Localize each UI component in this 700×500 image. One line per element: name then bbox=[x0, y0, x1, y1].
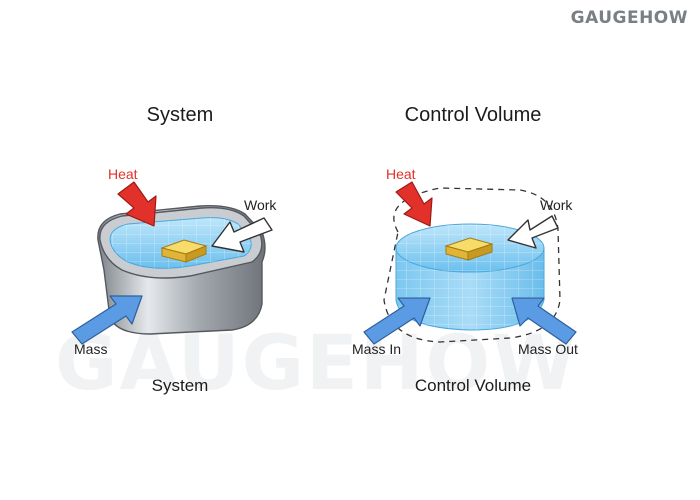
control-volume-title: Control Volume bbox=[404, 104, 542, 126]
system-caption: System bbox=[151, 376, 209, 395]
mass-out-arrow bbox=[511, 297, 577, 345]
brand-logo: GAUGEHOW bbox=[570, 8, 688, 28]
control-volume-caption: Control Volume bbox=[414, 376, 532, 395]
control-volume-heat-arrow bbox=[395, 181, 433, 227]
mass-out-label: Mass Out bbox=[518, 341, 578, 357]
system-mass-label: Mass bbox=[74, 341, 108, 357]
system-work-label: Work bbox=[244, 197, 277, 213]
system-block bbox=[160, 239, 208, 263]
mass-in-label: Mass In bbox=[352, 341, 402, 357]
control-volume-work-arrow bbox=[507, 215, 559, 249]
system-mass-arrow bbox=[71, 295, 143, 345]
system-heat-arrow bbox=[117, 181, 157, 227]
control-volume-block bbox=[444, 237, 494, 261]
mass-in-arrow bbox=[363, 297, 431, 345]
control-volume-work-label: Work bbox=[540, 197, 573, 213]
control-volume-heat-label: Heat bbox=[386, 166, 416, 182]
system-work-arrow bbox=[211, 217, 273, 253]
system-heat-label: Heat bbox=[108, 166, 138, 182]
system-title: System bbox=[146, 104, 214, 126]
control-volume-water bbox=[395, 223, 545, 331]
